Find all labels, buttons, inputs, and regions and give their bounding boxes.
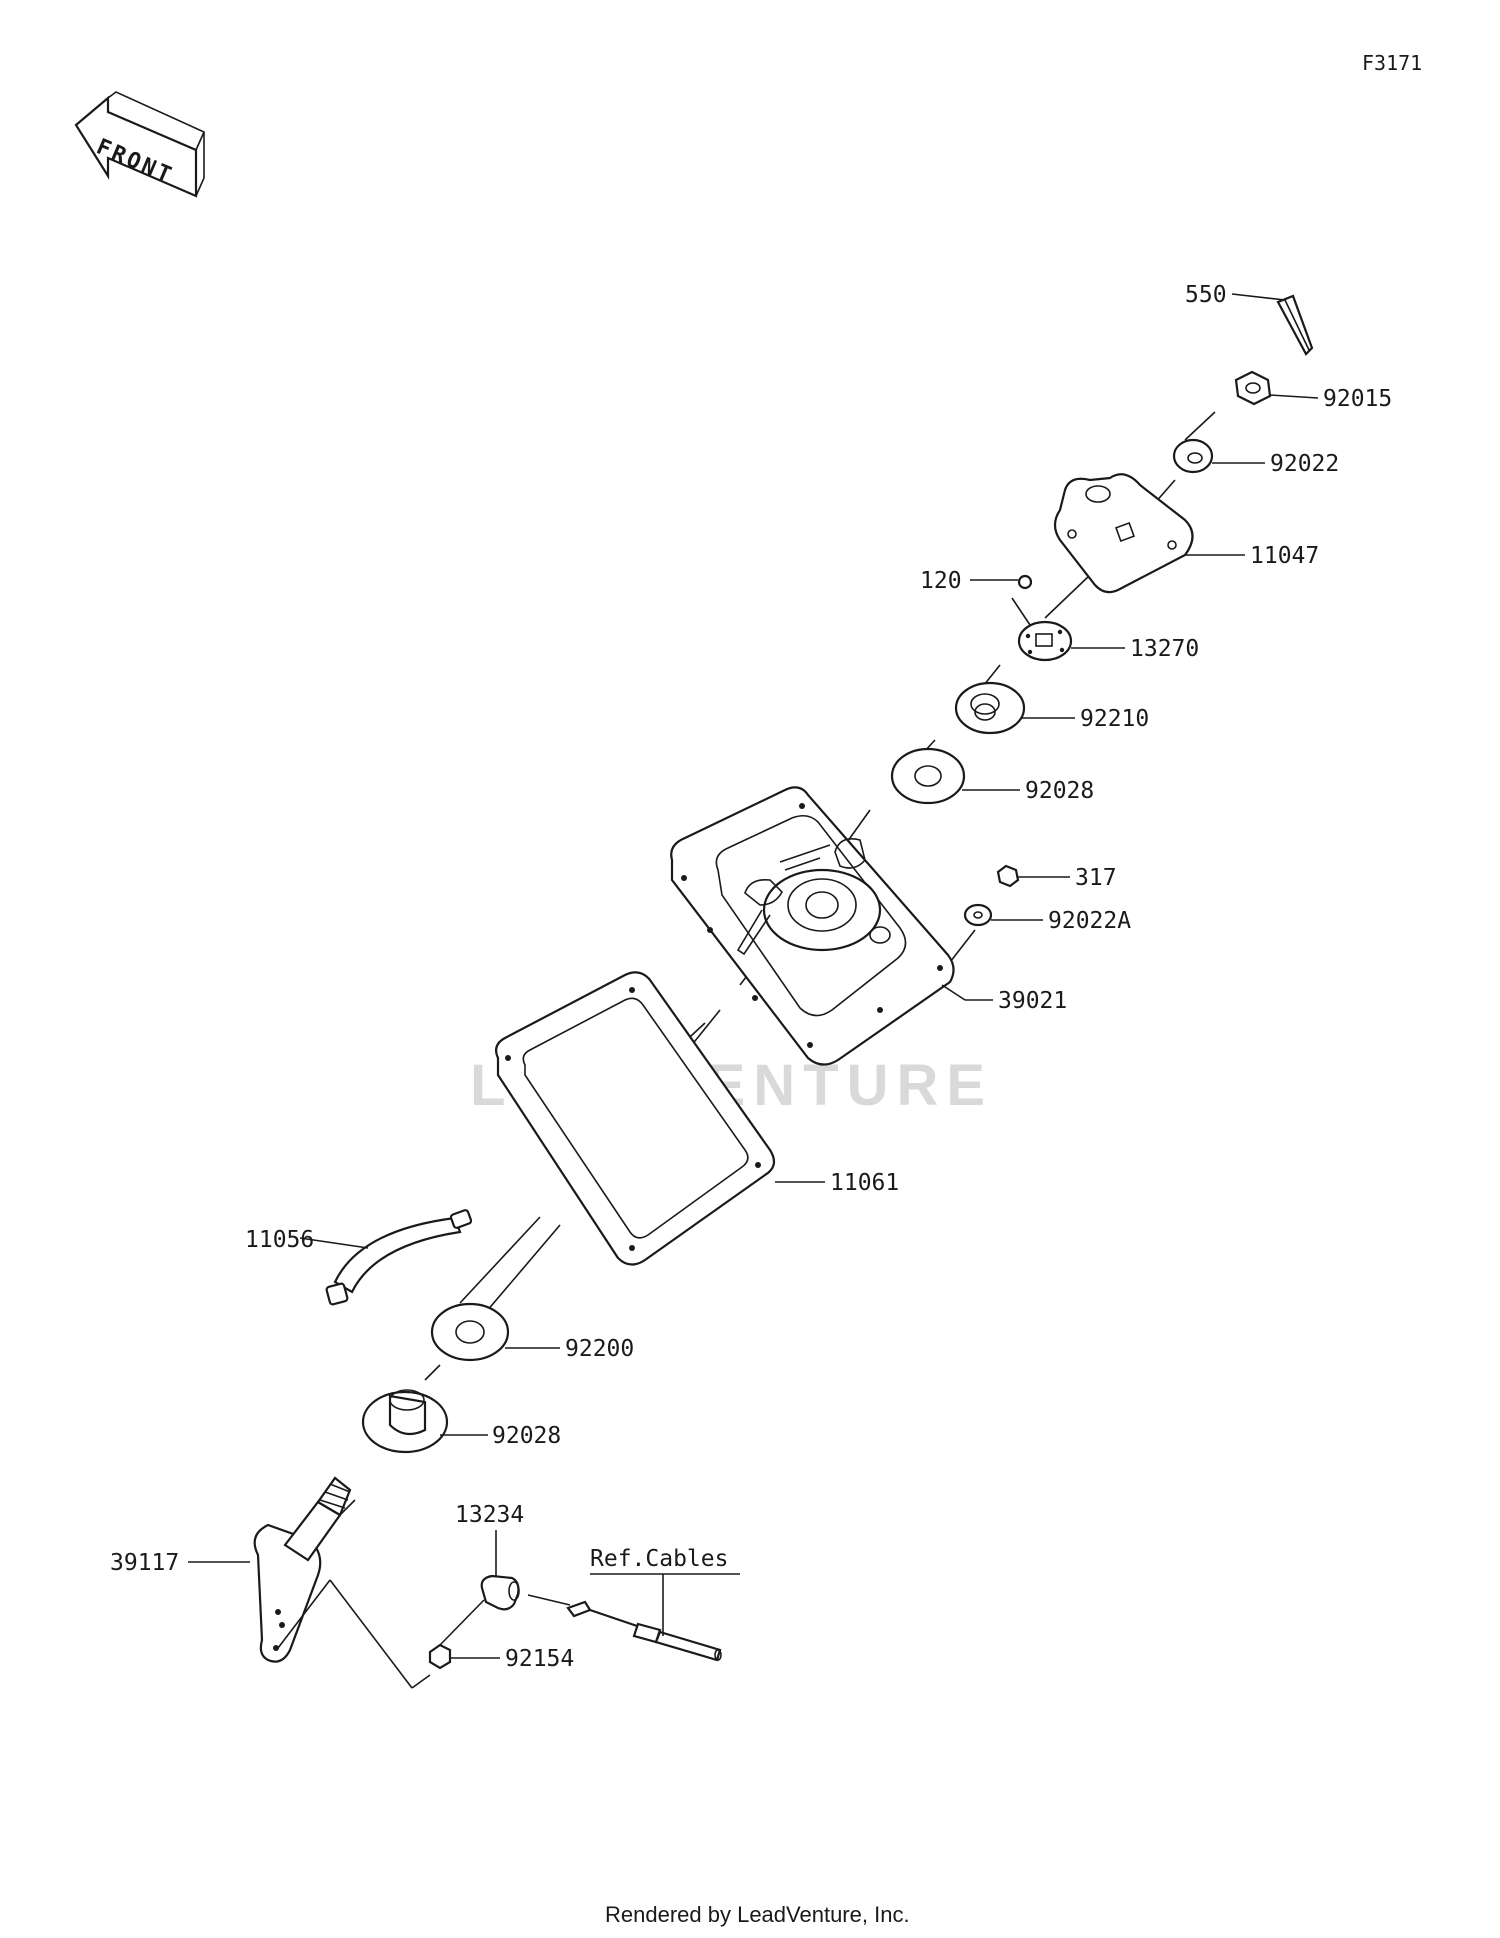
label-92028-top: 92028 — [1025, 778, 1094, 804]
bracket-11056 — [325, 1209, 473, 1306]
bracket-11047 — [1053, 473, 1194, 594]
gasket-11061 — [495, 971, 776, 1266]
collar-92028-bottom — [361, 1389, 449, 1454]
figure-code: F3171 — [1362, 51, 1422, 75]
label-ref-cables: Ref.Cables — [590, 1546, 728, 1572]
bolt-92154 — [428, 1643, 452, 1670]
plate-13270 — [1017, 620, 1073, 662]
screw-120 — [1017, 574, 1033, 590]
washer-92022 — [1172, 438, 1214, 474]
cable-joint-13234 — [480, 1574, 520, 1611]
washer-92022A — [963, 903, 993, 927]
label-11056: 11056 — [245, 1227, 314, 1253]
seal-92210 — [954, 681, 1026, 735]
label-39021: 39021 — [998, 988, 1067, 1014]
front-arrow-icon: FRONT — [74, 91, 205, 198]
label-92015: 92015 — [1323, 386, 1392, 412]
label-92022: 92022 — [1270, 451, 1339, 477]
label-92028-bottom: 92028 — [492, 1423, 561, 1449]
washer-92028-top — [890, 747, 966, 805]
housing-39021 — [670, 786, 955, 1066]
cotter-pin-550 — [1276, 294, 1314, 356]
label-13270: 13270 — [1130, 636, 1199, 662]
castle-nut-92015 — [1234, 370, 1272, 406]
label-550: 550 — [1185, 282, 1227, 308]
label-11047: 11047 — [1250, 543, 1319, 569]
label-92154: 92154 — [505, 1646, 574, 1672]
cable-end-icon — [527, 1594, 722, 1662]
nut-317 — [996, 864, 1020, 888]
label-120: 120 — [920, 568, 962, 594]
label-92200: 92200 — [565, 1336, 634, 1362]
washer-92200 — [430, 1302, 510, 1362]
label-13234: 13234 — [455, 1502, 524, 1528]
credit-text: Rendered by LeadVenture, Inc. — [605, 1902, 910, 1927]
label-92022A: 92022A — [1048, 908, 1131, 934]
shaft-lever-39117 — [253, 1476, 352, 1663]
label-317: 317 — [1075, 865, 1117, 891]
label-11061: 11061 — [830, 1170, 899, 1196]
label-92210: 92210 — [1080, 706, 1149, 732]
label-39117: 39117 — [110, 1550, 179, 1576]
